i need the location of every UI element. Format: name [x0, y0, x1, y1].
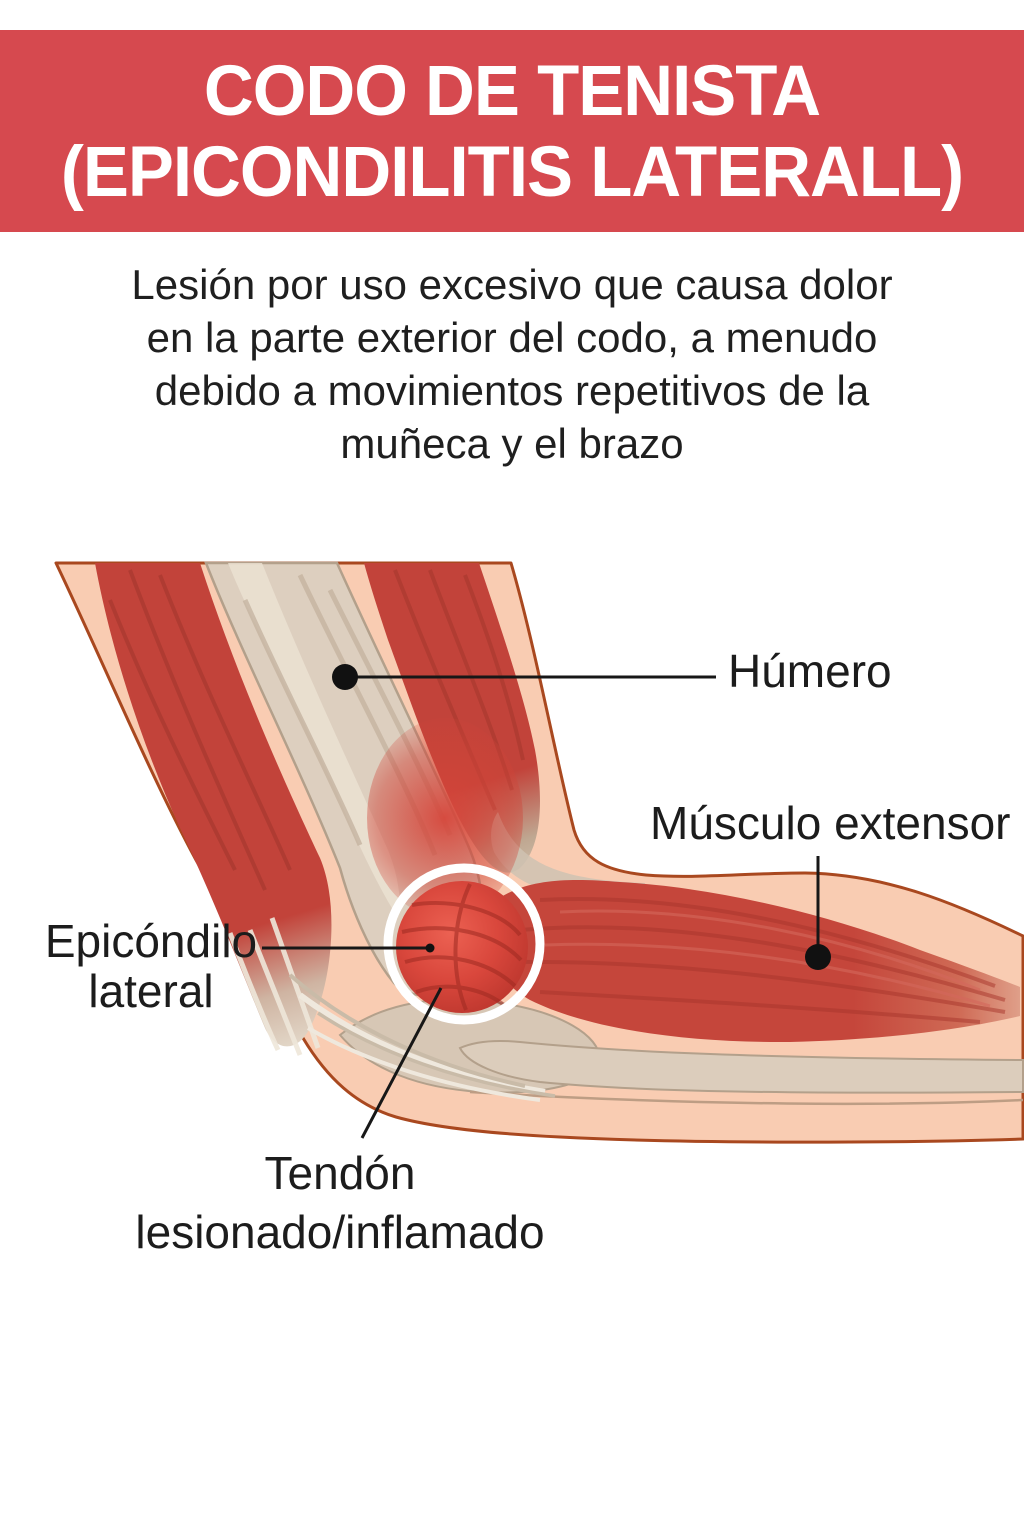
description-line: debido a movimientos repetitivos de la: [154, 367, 870, 414]
highlight-ring: [383, 863, 545, 1025]
title-banner: CODO DE TENISTA (EPICONDILITIS LATERALL): [0, 30, 1024, 232]
label-tendon-line2: lesionado/inflamado: [135, 1206, 545, 1258]
upper-arm-muscle-left-fibers: [108, 569, 292, 891]
inflamed-epicondyle-fibers: [401, 883, 523, 1011]
humero-anchor-dot: [332, 664, 358, 690]
epicondilo-anchor-dot: [425, 943, 435, 953]
forearm-bone-lower-line: [469, 1090, 1024, 1106]
description-line: muñeca y el brazo: [340, 420, 684, 467]
label-tendon-lesionado: Tendón lesionado/inflamado: [96, 1144, 584, 1262]
upper-arm-tendon-left-streaks: [227, 917, 321, 1056]
forearm-extensor-muscle: [486, 879, 1020, 1043]
description-paragraph: Lesión por uso excesivo que causa dolor …: [0, 258, 1024, 470]
forearm-extensor-highlights: [544, 909, 991, 1008]
forearm-extensor-fibers: [511, 897, 1006, 1024]
label-epicondilo-line2: lateral: [88, 965, 214, 1017]
tendon-leader-line: [360, 987, 443, 1139]
forearm-bone: [458, 1039, 1024, 1094]
description-line: Lesión por uso excesivo que causa dolor: [131, 261, 893, 308]
label-tendon-line1: Tendón: [264, 1147, 416, 1199]
label-humero: Húmero: [728, 645, 892, 697]
label-epicondilo-line1: Epicóndilo: [44, 915, 258, 967]
title-line-2: (EPICONDILITIS LATERALL): [60, 131, 964, 212]
musculo-anchor-dot: [805, 944, 831, 970]
crease-tendon-band: [491, 812, 645, 901]
leader-lines: [262, 675, 820, 1139]
label-musculo-extensor: Músculo extensor: [650, 797, 1011, 849]
elbow-anatomy-illustration: [0, 540, 1024, 1260]
description-line: en la parte exterior del codo, a menudo: [146, 314, 878, 361]
title-line-1: CODO DE TENISTA: [203, 50, 821, 131]
label-epicondilo-lateral: Epicóndilo lateral: [38, 916, 264, 1016]
elbow-anatomy-svg: [54, 561, 1024, 1144]
